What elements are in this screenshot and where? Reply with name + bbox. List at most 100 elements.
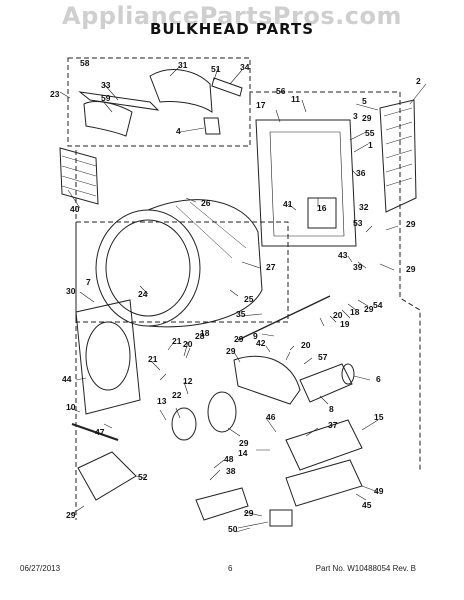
callout-29: 29 [234, 334, 244, 344]
callout-34: 34 [240, 62, 250, 72]
part-34-clip [211, 77, 243, 97]
callout-28: 28 [195, 331, 205, 341]
callout-47: 47 [95, 427, 105, 437]
part-31-duct [149, 69, 213, 113]
part-59-rail [78, 91, 160, 111]
part-52-base-duct [285, 459, 363, 507]
callout-41: 41 [283, 199, 293, 209]
callout-58: 58 [80, 58, 90, 68]
callout-14: 14 [238, 448, 248, 458]
callout-3: 3 [353, 111, 358, 121]
callout-15: 15 [374, 412, 384, 422]
part-40-lint-screen [59, 147, 99, 205]
callout-4: 4 [176, 126, 181, 136]
callout-29: 29 [406, 264, 416, 274]
footer-part-number: Part No. W10488054 Rev. B [315, 564, 416, 573]
callout-42: 42 [256, 338, 266, 348]
callout-33: 33 [101, 80, 111, 90]
callout-32: 32 [359, 202, 369, 212]
callout-5: 5 [362, 96, 367, 106]
callout-20: 20 [301, 340, 311, 350]
callout-59: 59 [101, 93, 111, 103]
callout-11: 11 [291, 94, 300, 104]
callout-30: 30 [66, 286, 76, 296]
part-16-heater [307, 197, 337, 229]
part-45-inlet [77, 451, 137, 501]
right-group-outline [249, 91, 421, 470]
callout-29: 29 [406, 219, 416, 229]
callout-51: 51 [211, 64, 221, 74]
callout-9: 9 [253, 331, 258, 341]
callout-29: 29 [66, 510, 76, 520]
callout-53: 53 [353, 218, 363, 228]
callout-56: 56 [276, 86, 286, 96]
callout-43: 43 [338, 250, 348, 260]
part-7-drum-body [147, 199, 263, 328]
part-22-motor [299, 363, 353, 403]
watermark: AppliancePartsPros.com [62, 2, 402, 30]
part-13-seal [171, 407, 197, 441]
callout-52: 52 [138, 472, 148, 482]
part-9-rod [237, 295, 331, 341]
callout-37: 37 [328, 420, 338, 430]
page-title: BULKHEAD PARTS [149, 20, 314, 38]
callout-31: 31 [178, 60, 188, 70]
callout-8: 8 [329, 404, 334, 414]
callout-29: 29 [244, 508, 254, 518]
callout-16: 16 [317, 203, 327, 213]
callout-21: 21 [172, 336, 182, 346]
callout-18: 18 [350, 307, 360, 317]
callout-6: 6 [376, 374, 381, 384]
callout-40: 40 [70, 204, 80, 214]
callout-29: 29 [364, 304, 374, 314]
part-2-exhaust-duct [379, 99, 417, 213]
callout-19: 19 [340, 319, 350, 329]
callout-29: 29 [362, 113, 372, 123]
callout-24: 24 [138, 289, 148, 299]
part-37-blower-wheel [207, 391, 237, 433]
callout-50: 50 [228, 524, 238, 534]
callout-45: 45 [362, 500, 372, 510]
callout-39: 39 [353, 262, 363, 272]
callout-36: 36 [356, 168, 366, 178]
callout-29: 29 [226, 346, 236, 356]
callout-26: 26 [201, 198, 211, 208]
callout-54: 54 [373, 300, 383, 310]
callout-57: 57 [318, 352, 328, 362]
callout-7: 7 [86, 277, 91, 287]
part-44-blower-housing [233, 355, 301, 405]
callout-25: 25 [244, 294, 254, 304]
callout-2: 2 [416, 76, 421, 86]
part-28-front-bulkhead [75, 299, 141, 415]
callout-23: 23 [50, 89, 60, 99]
part-7-drum-front [95, 209, 201, 327]
callout-48: 48 [224, 454, 234, 464]
callout-10: 10 [66, 402, 76, 412]
callout-29: 29 [239, 438, 249, 448]
footer-date: 06/27/2013 [20, 564, 61, 573]
part-8-strap [71, 423, 119, 441]
callout-21: 21 [148, 354, 158, 364]
callout-1: 1 [368, 140, 373, 150]
callout-13: 13 [157, 396, 167, 406]
part-1-rear-bulkhead [255, 119, 357, 247]
part-4-sensor [203, 117, 221, 135]
part-47-heater-duct [285, 419, 363, 471]
callout-38: 38 [226, 466, 236, 476]
callout-12: 12 [183, 376, 193, 386]
callout-49: 49 [374, 486, 384, 496]
callout-20: 20 [183, 339, 193, 349]
callout-20: 20 [333, 310, 343, 320]
drum-group-box [75, 221, 289, 323]
callout-35: 35 [236, 309, 246, 319]
callout-22: 22 [172, 390, 182, 400]
callout-17: 17 [256, 100, 266, 110]
part-14-duct [195, 487, 249, 521]
callout-27: 27 [266, 262, 276, 272]
callout-44: 44 [62, 374, 72, 384]
callout-46: 46 [266, 412, 276, 422]
part-33-bracket [83, 101, 133, 137]
callout-18: 18 [200, 328, 210, 338]
